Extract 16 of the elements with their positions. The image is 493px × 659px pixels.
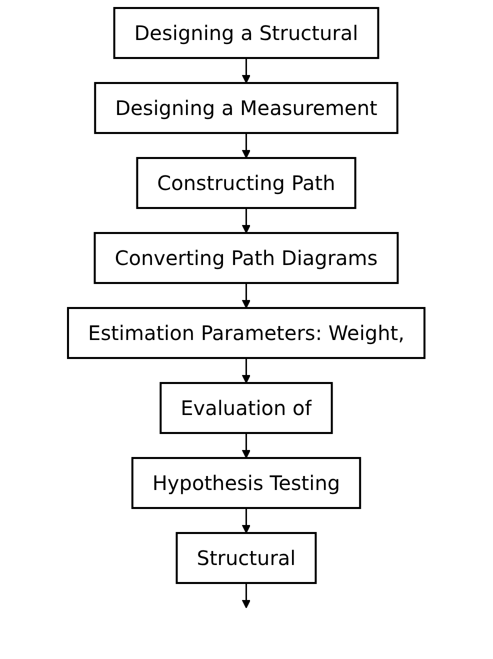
node-box: Converting Path Diagrams <box>94 232 399 284</box>
node-box: Constructing Path <box>136 157 357 209</box>
node-box: Designing a Structural <box>114 7 380 59</box>
arrow <box>242 283 251 308</box>
node-box: Estimation Parameters: Weight, <box>67 307 426 359</box>
arrow <box>242 58 251 84</box>
arrow <box>242 358 251 384</box>
arrow <box>242 208 251 234</box>
arrow <box>242 508 251 534</box>
node-box: Evaluation of <box>160 382 334 434</box>
node-box: Designing a Measurement <box>94 82 399 134</box>
node-box: Hypothesis Testing <box>132 457 362 509</box>
arrow <box>242 133 251 158</box>
node-box: Structural <box>176 532 317 584</box>
arrow <box>242 583 251 608</box>
arrow <box>242 433 251 458</box>
